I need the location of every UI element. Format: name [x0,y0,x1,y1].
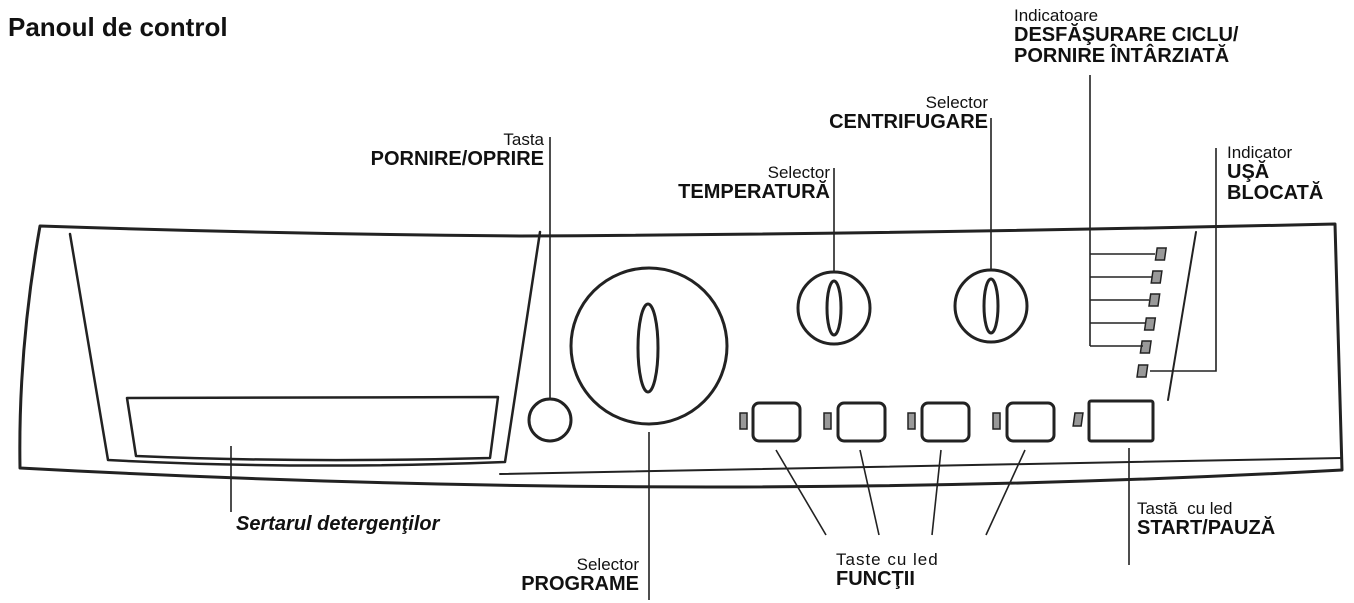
drawer-handle-recess [125,395,500,462]
program-selector-label-line2: PROGRAME [521,572,639,595]
start-pause-label-line1: Tastă cu led [1137,499,1233,518]
function-button-3 [920,401,971,443]
temperature-selector-dial [796,270,872,346]
detergent-drawer-label: Sertarul detergenţilor [236,513,440,535]
cycle-led-4 [1143,317,1157,331]
program-selector-label: Selector PROGRAME [521,556,639,595]
cycle-indicators-label: Indicatoare DESFĂŞURARE CICLU/ PORNIRE Î… [1014,7,1238,67]
power-button [527,397,573,443]
cycle-led-3 [1148,293,1161,307]
function-button-4 [1005,401,1056,443]
temperature-selector-label-line1: Selector [767,163,830,182]
function-keys-label-line1: Taste cu led [836,550,939,569]
temperature-selector-label: Selector TEMPERATURĂ [678,164,830,203]
spin-selector-dial [953,268,1029,344]
temperature-selector-label-line2: TEMPERATURĂ [678,180,830,203]
cycle-indicators-label-line2: DESFĂŞURARE CICLU/ [1014,23,1239,46]
door-locked-label-line3: BLOCATĂ [1227,181,1324,204]
cycle-indicators-label-line3: PORNIRE ÎNTÂRZIATĂ [1014,44,1230,67]
door-locked-led [1136,364,1149,378]
power-key-label-line1: Tasta [503,130,544,149]
function-led-3 [907,412,916,430]
drawer-front [68,230,542,467]
program-selector-dial [569,266,729,426]
function-keys-label: Taste cu led FUNCŢII [836,551,939,590]
door-locked-label-line2: UŞĂ [1227,160,1270,183]
temperature-selector-knob [825,279,843,337]
cycle-led-2 [1150,270,1163,284]
start-pause-button [1087,399,1155,443]
spin-selector-knob [982,277,1000,335]
function-led-1 [739,412,748,430]
cycle-led-5 [1139,340,1152,354]
start-pause-label: Tastă cu led START/PAUZĂ [1137,500,1275,539]
function-button-2 [836,401,887,443]
program-selector-knob [636,302,660,394]
spin-selector-label: Selector CENTRIFUGARE [829,94,988,133]
door-locked-label-line1: Indicator [1227,143,1293,162]
door-locked-label: Indicator UŞĂ BLOCATĂ [1227,144,1323,204]
power-key-label-line2: PORNIRE/OPRIRE [370,147,544,170]
page-title: Panoul de control [8,12,228,42]
function-led-4 [992,412,1001,430]
start-pause-label-line2: START/PAUZĂ [1137,516,1276,539]
function-led-2 [823,412,832,430]
function-keys-label-line2: FUNCŢII [836,567,915,590]
program-selector-label-line1: Selector [576,555,639,574]
spin-selector-label-line1: Selector [925,93,988,112]
spin-selector-label-line2: CENTRIFUGARE [829,110,988,133]
cycle-indicators-label-line1: Indicatoare [1014,6,1099,25]
power-key-label: Tasta PORNIRE/OPRIRE [371,131,544,170]
panel-outline [18,222,1344,489]
cycle-led-1 [1154,247,1168,261]
start-pause-led [1072,412,1084,427]
function-button-1 [751,401,802,443]
